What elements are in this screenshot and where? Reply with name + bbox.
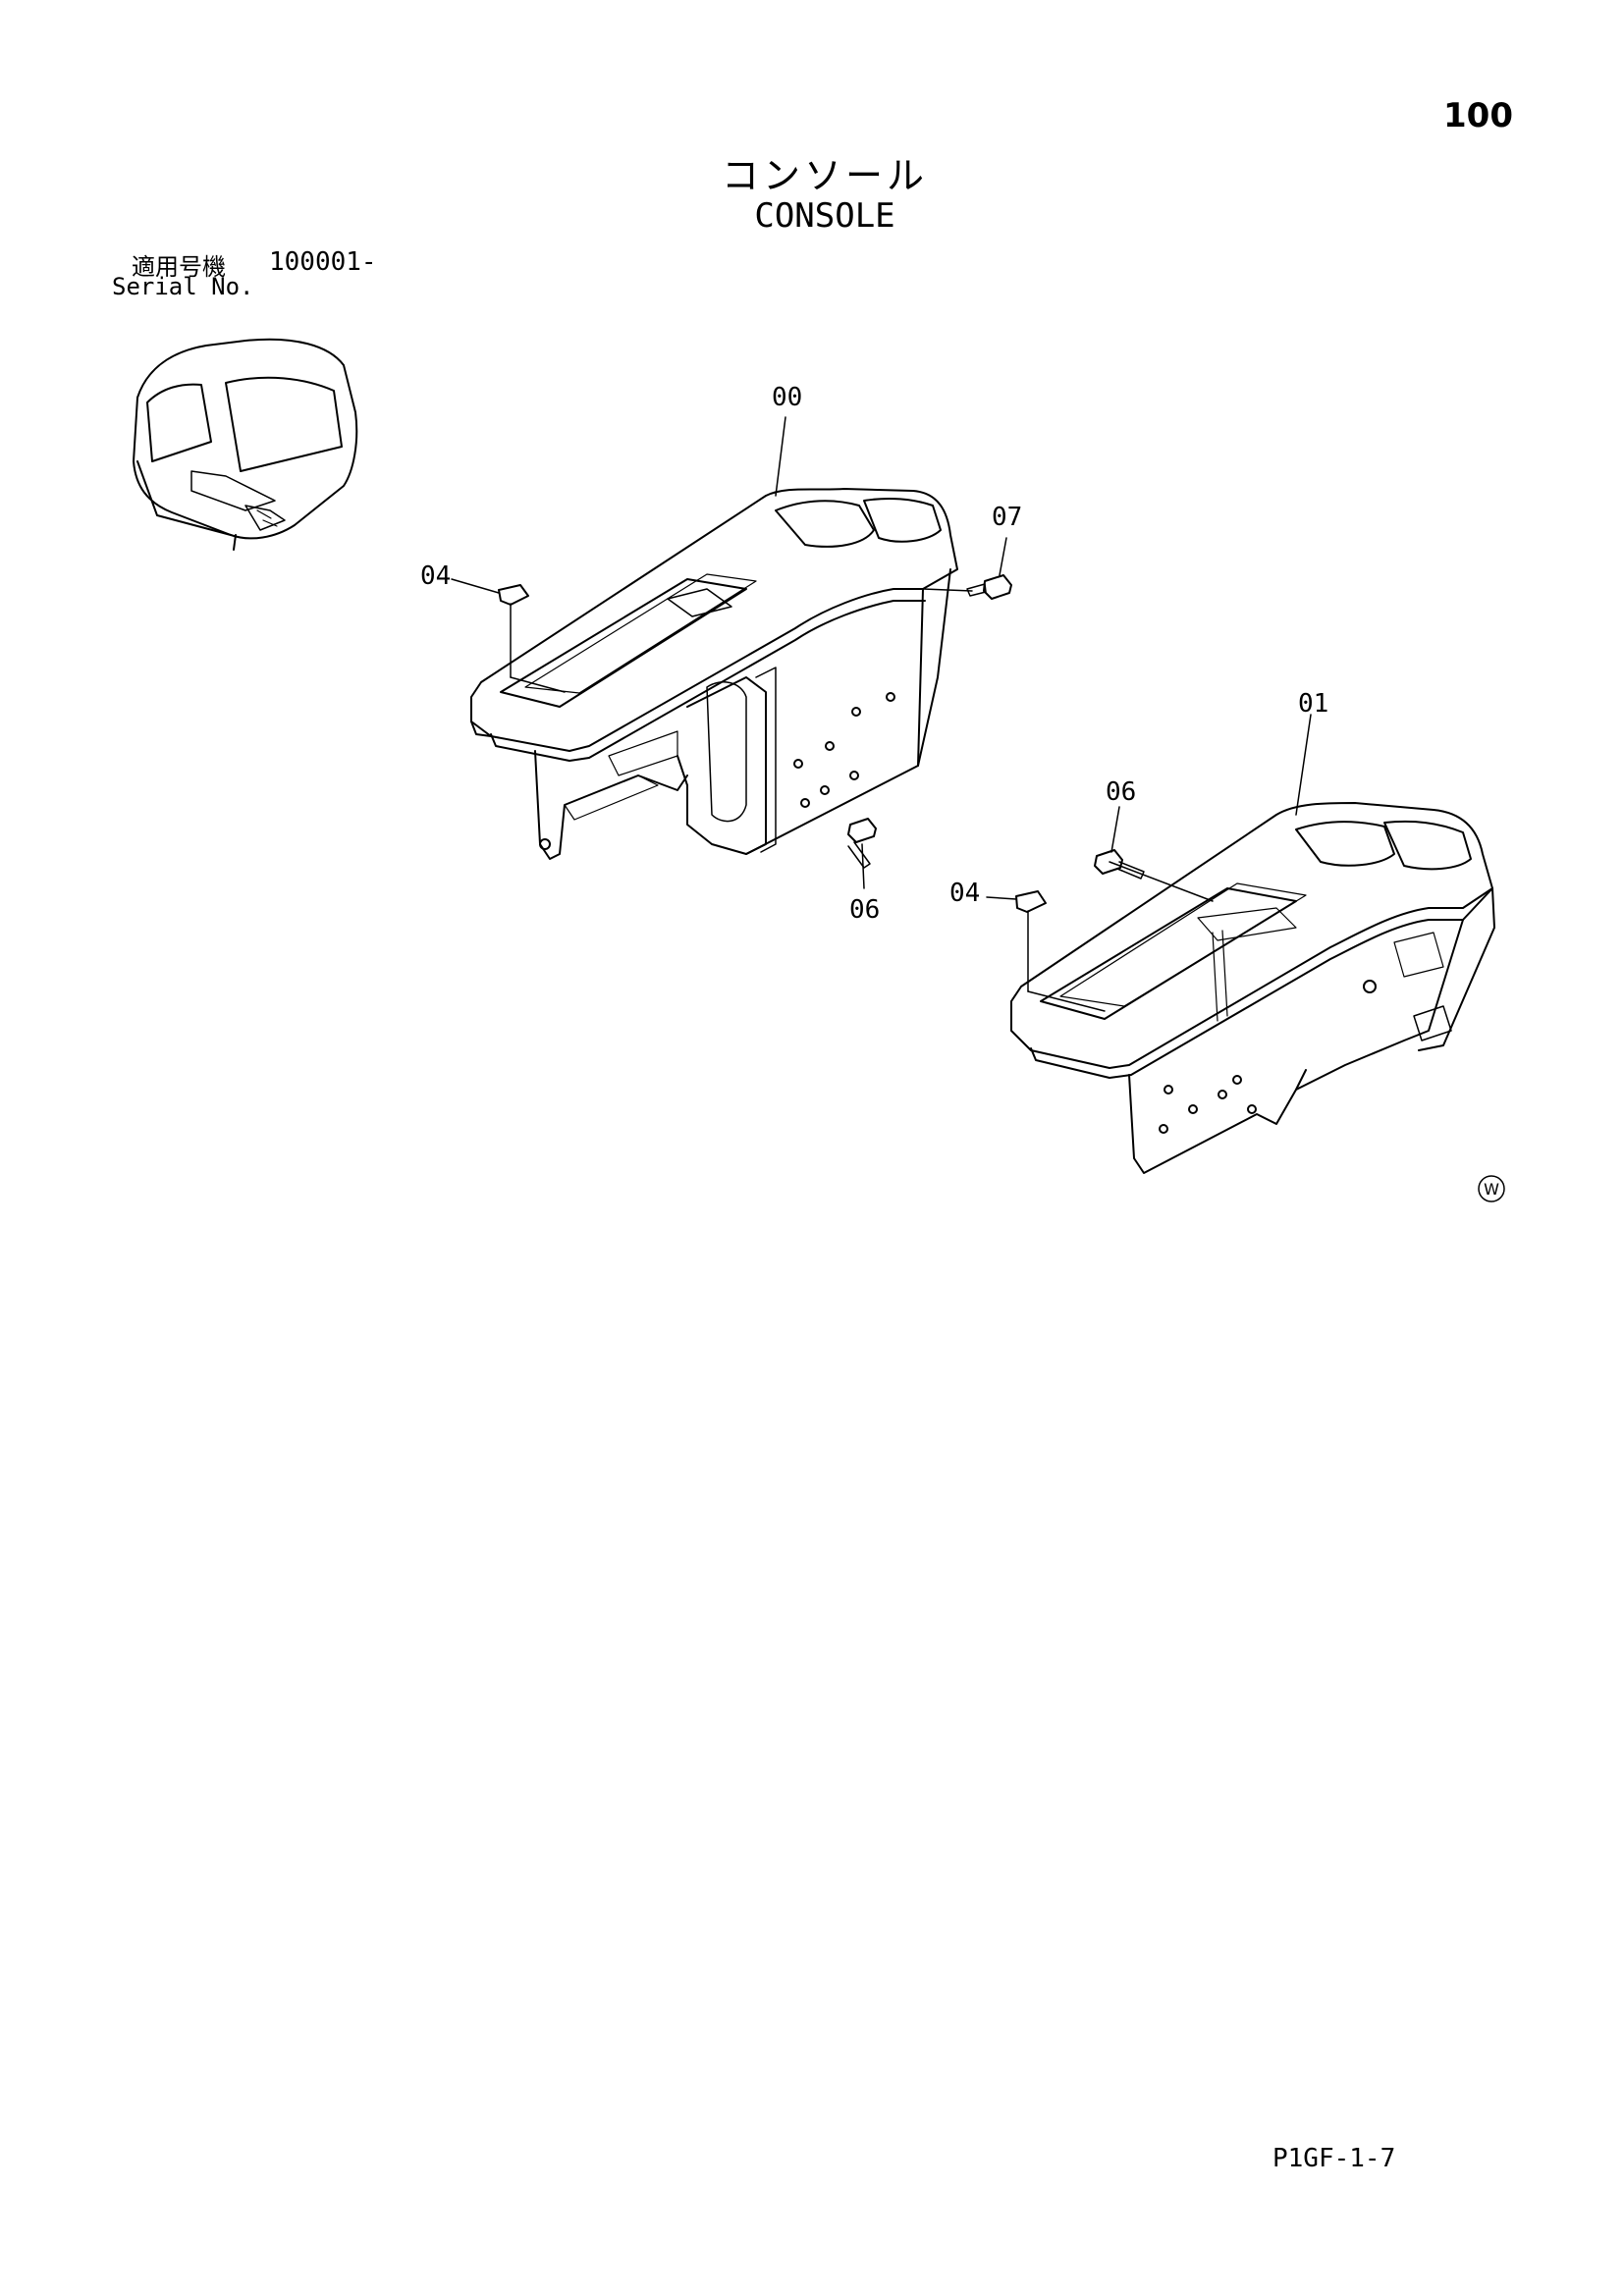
callout-part-06-left: 06	[849, 895, 881, 925]
callout-part-01: 01	[1298, 689, 1329, 719]
page-number: 100	[1443, 96, 1513, 135]
page-title-en: CONSOLE	[754, 196, 895, 236]
callout-part-06-right: 06	[1106, 777, 1137, 807]
serial-label-jp: 適用号機	[132, 253, 226, 281]
reference-code: P1GF-1-7	[1272, 2144, 1396, 2173]
console-00-drawing	[470, 488, 958, 860]
leader-lines	[451, 416, 1312, 1012]
w-marker-circle	[1478, 1175, 1505, 1202]
serial-value: 100001-	[269, 247, 377, 277]
callout-part-00: 00	[772, 383, 803, 412]
callout-part-07: 07	[992, 503, 1023, 532]
console-01-drawing	[1010, 802, 1495, 1174]
w-marker-text: W	[1484, 1180, 1499, 1199]
callout-part-04-left: 04	[420, 561, 452, 591]
serial-label-en: Serial No.	[112, 273, 254, 300]
cab-thumbnail	[133, 338, 358, 551]
callout-part-04-right: 04	[949, 879, 981, 908]
page-title-jp: コンソール	[721, 154, 928, 197]
